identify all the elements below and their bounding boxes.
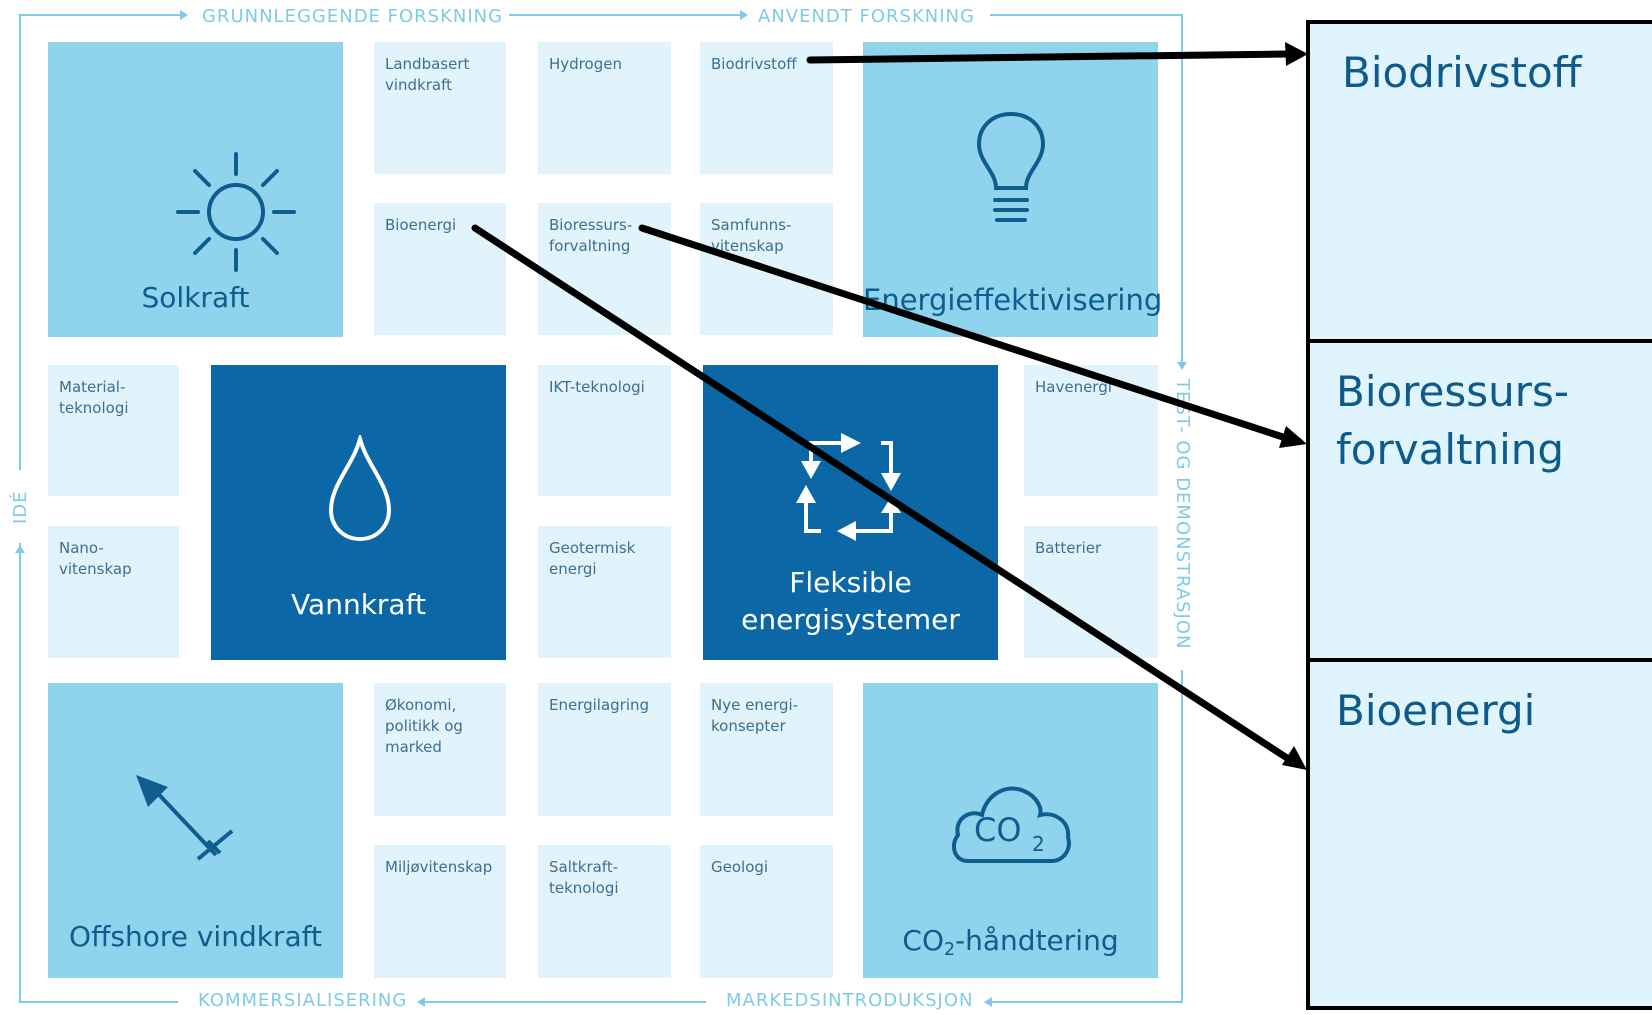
co2-icon-sub: 2 [1032,832,1045,856]
tile-text: Miljøvitenskap [385,858,493,876]
tile-co2-handtering: CO 2 CO2-håndtering [863,683,1158,978]
lightbulb-icon [976,111,1046,222]
tile-text: vitenskap [59,560,132,578]
tile-okonomi-politikk-marked: Økonomi, politikk og marked [374,683,506,816]
tile-solkraft: Solkraft [48,42,343,337]
callout-biodrivstoff-text: Biodrivstoff [1342,44,1582,102]
callout-bioenergi: Bioenergi [1306,658,1652,1010]
tile-text: Samfunns- [711,216,792,234]
tile-fleksible-label-1: Fleksible [789,566,912,599]
tile-fleksible-energisystemer: Fleksible energisystemer [703,365,998,660]
wind-turbine-icon [136,775,234,861]
arrowhead-biodrivstoff [1285,42,1308,66]
tile-text: Bioenergi [385,216,457,234]
tile-text: Bioressurs- [549,216,633,234]
tile-text: Biodrivstoff [711,55,797,73]
arrow-bioenergi [471,224,1291,762]
tile-text: Nye energi- [711,696,799,714]
tile-text: vitenskap [711,237,784,255]
tile-text: forvaltning [549,237,631,255]
tile-biodrivstoff: Biodrivstoff [700,42,833,174]
tile-text: Nano- [59,539,104,557]
tile-offshore-label: Offshore vindkraft [69,920,322,953]
tile-batterier: Batterier [1024,526,1158,658]
callout-line: Biodrivstoff [1342,48,1582,97]
tile-text: IKT-teknologi [549,378,645,396]
tile-text: konsepter [711,717,786,735]
tile-hydrogen: Hydrogen [538,42,671,174]
tile-text: Landbasert [385,55,470,73]
tile-text: teknologi [549,879,619,897]
tile-text: teknologi [59,399,129,417]
tile-geotermisk-energi: Geotermisk energi [538,526,671,658]
tile-nanovitenskap: Nano-vitenskap [48,526,179,658]
tile-energieffektivisering: Energieffektivisering [863,42,1163,337]
tile-text: politikk og [385,717,463,735]
water-drop-icon [328,435,392,542]
tile-energieffektivisering-label: Energieffektivisering [863,283,1163,317]
tile-energilagring: Energilagring [538,683,671,816]
sun-icon [176,152,296,272]
tile-text: Geologi [711,858,769,876]
process-label-anvendt: ANVENDT FORSKNING [752,6,981,27]
tile-text: energi [549,560,597,578]
tile-text: Hydrogen [549,55,622,73]
tile-landbasert-vindkraft: Landbasert vindkraft [374,42,506,174]
tile-vannkraft-label: Vannkraft [291,588,426,621]
tile-offshore-vindkraft: Offshore vindkraft [48,683,343,978]
co2-label-post: -håndtering [955,924,1119,957]
callout-bioressursforvaltning: Bioressurs-forvaltning [1306,339,1652,662]
tile-ikt-teknologi: IKT-teknologi [538,365,671,496]
arrow-bioressursforvaltning [638,224,1290,442]
tile-geologi: Geologi [700,845,833,978]
process-label-kommersialisering: KOMMERSIALISERING [192,990,414,1011]
tile-text: Material- [59,378,126,396]
process-label-markedsintroduksjon: MARKEDSINTRODUKSJON [720,990,980,1011]
tile-havenergi: Havenergi [1024,365,1158,496]
callout-line: Bioressurs- [1336,367,1570,416]
tile-solkraft-label: Solkraft [141,281,250,314]
callout-line: forvaltning [1336,425,1565,474]
tile-text: Saltkraft- [549,858,619,876]
co2-label-co: CO [902,924,944,957]
arrow-biodrivstoff [806,50,1292,64]
co2-label-sub: 2 [944,940,956,961]
tile-text: marked [385,738,442,756]
tile-materialteknologi: Material-teknologi [48,365,179,496]
tile-fleksible-label-2: energisystemer [741,603,960,636]
arrowhead-bioressursforvaltning [1279,426,1307,448]
tile-bioenergi: Bioenergi [374,203,506,335]
tile-miljovitenskap: Miljøvitenskap [374,845,506,978]
callout-bioressurs-text: Bioressurs-forvaltning [1336,363,1569,479]
recycle-arrows-icon [796,433,901,541]
tile-text: Geotermisk [549,539,636,557]
tile-text: Økonomi, [385,696,457,714]
arrowhead-bioenergi [1282,746,1307,770]
tile-nye-energikonsepter: Nye energi-konsepter [700,683,833,816]
tile-text: Havenergi [1035,378,1112,396]
tile-text: vindkraft [385,76,453,94]
tile-saltkraftteknologi: Saltkraft-teknologi [538,845,671,978]
callout-line: Bioenergi [1336,686,1536,735]
co2-icon-text: CO [974,811,1022,849]
process-label-grunnleggende: GRUNNLEGGENDE FORSKNING [196,6,510,27]
co2-cloud-icon: CO 2 [951,786,1071,863]
callout-bioenergi-text: Bioenergi [1336,682,1535,740]
tile-text: Batterier [1035,539,1102,557]
tile-text: Energilagring [549,696,650,714]
tile-co2-label: CO2-håndtering [863,923,1158,968]
tile-vannkraft: Vannkraft [211,365,506,660]
